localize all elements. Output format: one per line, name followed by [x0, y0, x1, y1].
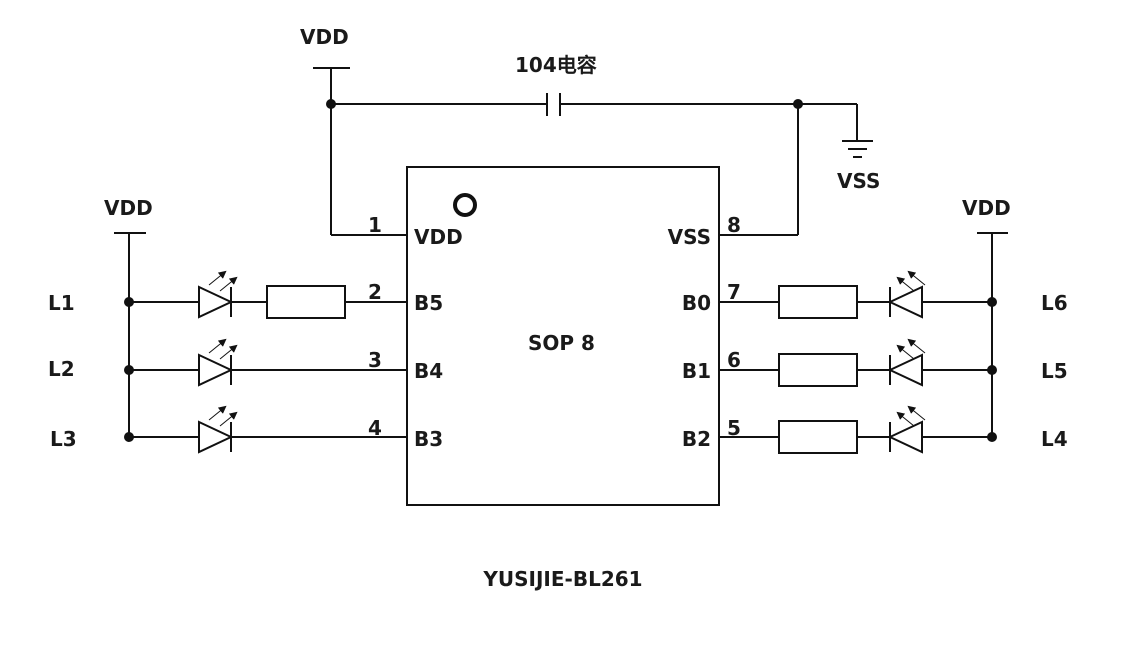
- led-icon: [198, 405, 238, 454]
- led-label-l2: L2: [48, 357, 75, 381]
- pin-name-b5: B5: [414, 291, 443, 315]
- pin-name-b2: B2: [682, 427, 711, 451]
- led-icon: [887, 338, 926, 387]
- led-label-l5: L5: [1041, 359, 1068, 383]
- light-emission-arrow: [208, 405, 227, 421]
- top-power-net: VDD 104电容 VSS: [300, 25, 880, 236]
- vdd-left-label: VDD: [104, 196, 153, 220]
- package-label: SOP 8: [528, 331, 595, 355]
- pin-number-5: 5: [727, 416, 741, 440]
- pin-number-3: 3: [368, 348, 382, 372]
- light-emission-arrow: [907, 405, 926, 421]
- pin-name-vss: VSS: [668, 225, 711, 249]
- junction-dot: [987, 432, 997, 442]
- junction-dot: [987, 297, 997, 307]
- pin-name-vdd: VDD: [414, 225, 463, 249]
- pin-number-2: 2: [368, 280, 382, 304]
- pin-number-7: 7: [727, 280, 741, 304]
- led-label-l6: L6: [1041, 291, 1068, 315]
- chip-sop8: SOP 8 VDD B5 B4 B3 VSS B0 B1 B2 1 2 3 4 …: [368, 166, 741, 506]
- light-emission-arrow: [896, 411, 915, 427]
- diagram-title: YUSIJIE-BL261: [482, 567, 642, 591]
- led-label-l4: L4: [1041, 427, 1068, 451]
- led-label-l3: L3: [50, 427, 77, 451]
- light-emission-arrow: [907, 270, 926, 286]
- light-emission-arrow: [896, 276, 915, 292]
- junction-dot: [987, 365, 997, 375]
- led-icon: [887, 270, 926, 319]
- vdd-right-label: VDD: [962, 196, 1011, 220]
- right-led-bank: VDD L6 L5 L4: [962, 196, 1068, 451]
- light-emission-arrow: [208, 338, 227, 354]
- light-emission-arrow: [219, 411, 238, 427]
- led-icon: [887, 405, 926, 454]
- resistor-icon: [778, 285, 858, 319]
- vdd-top-label: VDD: [300, 25, 349, 49]
- resistor-icon: [266, 285, 346, 319]
- capacitor-label: 104电容: [515, 53, 597, 77]
- resistor-icon: [778, 353, 858, 387]
- light-emission-arrow: [219, 276, 238, 292]
- led-icon: [198, 270, 238, 319]
- capacitor-symbol: [546, 93, 561, 116]
- pin1-marker: [453, 193, 477, 217]
- ground-icon: [842, 140, 873, 158]
- light-emission-arrow: [208, 270, 227, 286]
- light-emission-arrow: [219, 344, 238, 360]
- pin-name-b4: B4: [414, 359, 443, 383]
- led-icon: [198, 338, 238, 387]
- pin-name-b1: B1: [682, 359, 711, 383]
- resistor-icon: [778, 420, 858, 454]
- left-led-bank: VDD L1 L2 L3: [48, 196, 153, 451]
- pin-number-8: 8: [727, 213, 741, 237]
- pin-number-1: 1: [368, 213, 382, 237]
- led-label-l1: L1: [48, 291, 75, 315]
- light-emission-arrow: [907, 338, 926, 354]
- pin-name-b0: B0: [682, 291, 711, 315]
- pin-name-b3: B3: [414, 427, 443, 451]
- light-emission-arrow: [896, 344, 915, 360]
- vss-label: VSS: [837, 169, 880, 193]
- pin-number-6: 6: [727, 348, 741, 372]
- pin-number-4: 4: [368, 416, 382, 440]
